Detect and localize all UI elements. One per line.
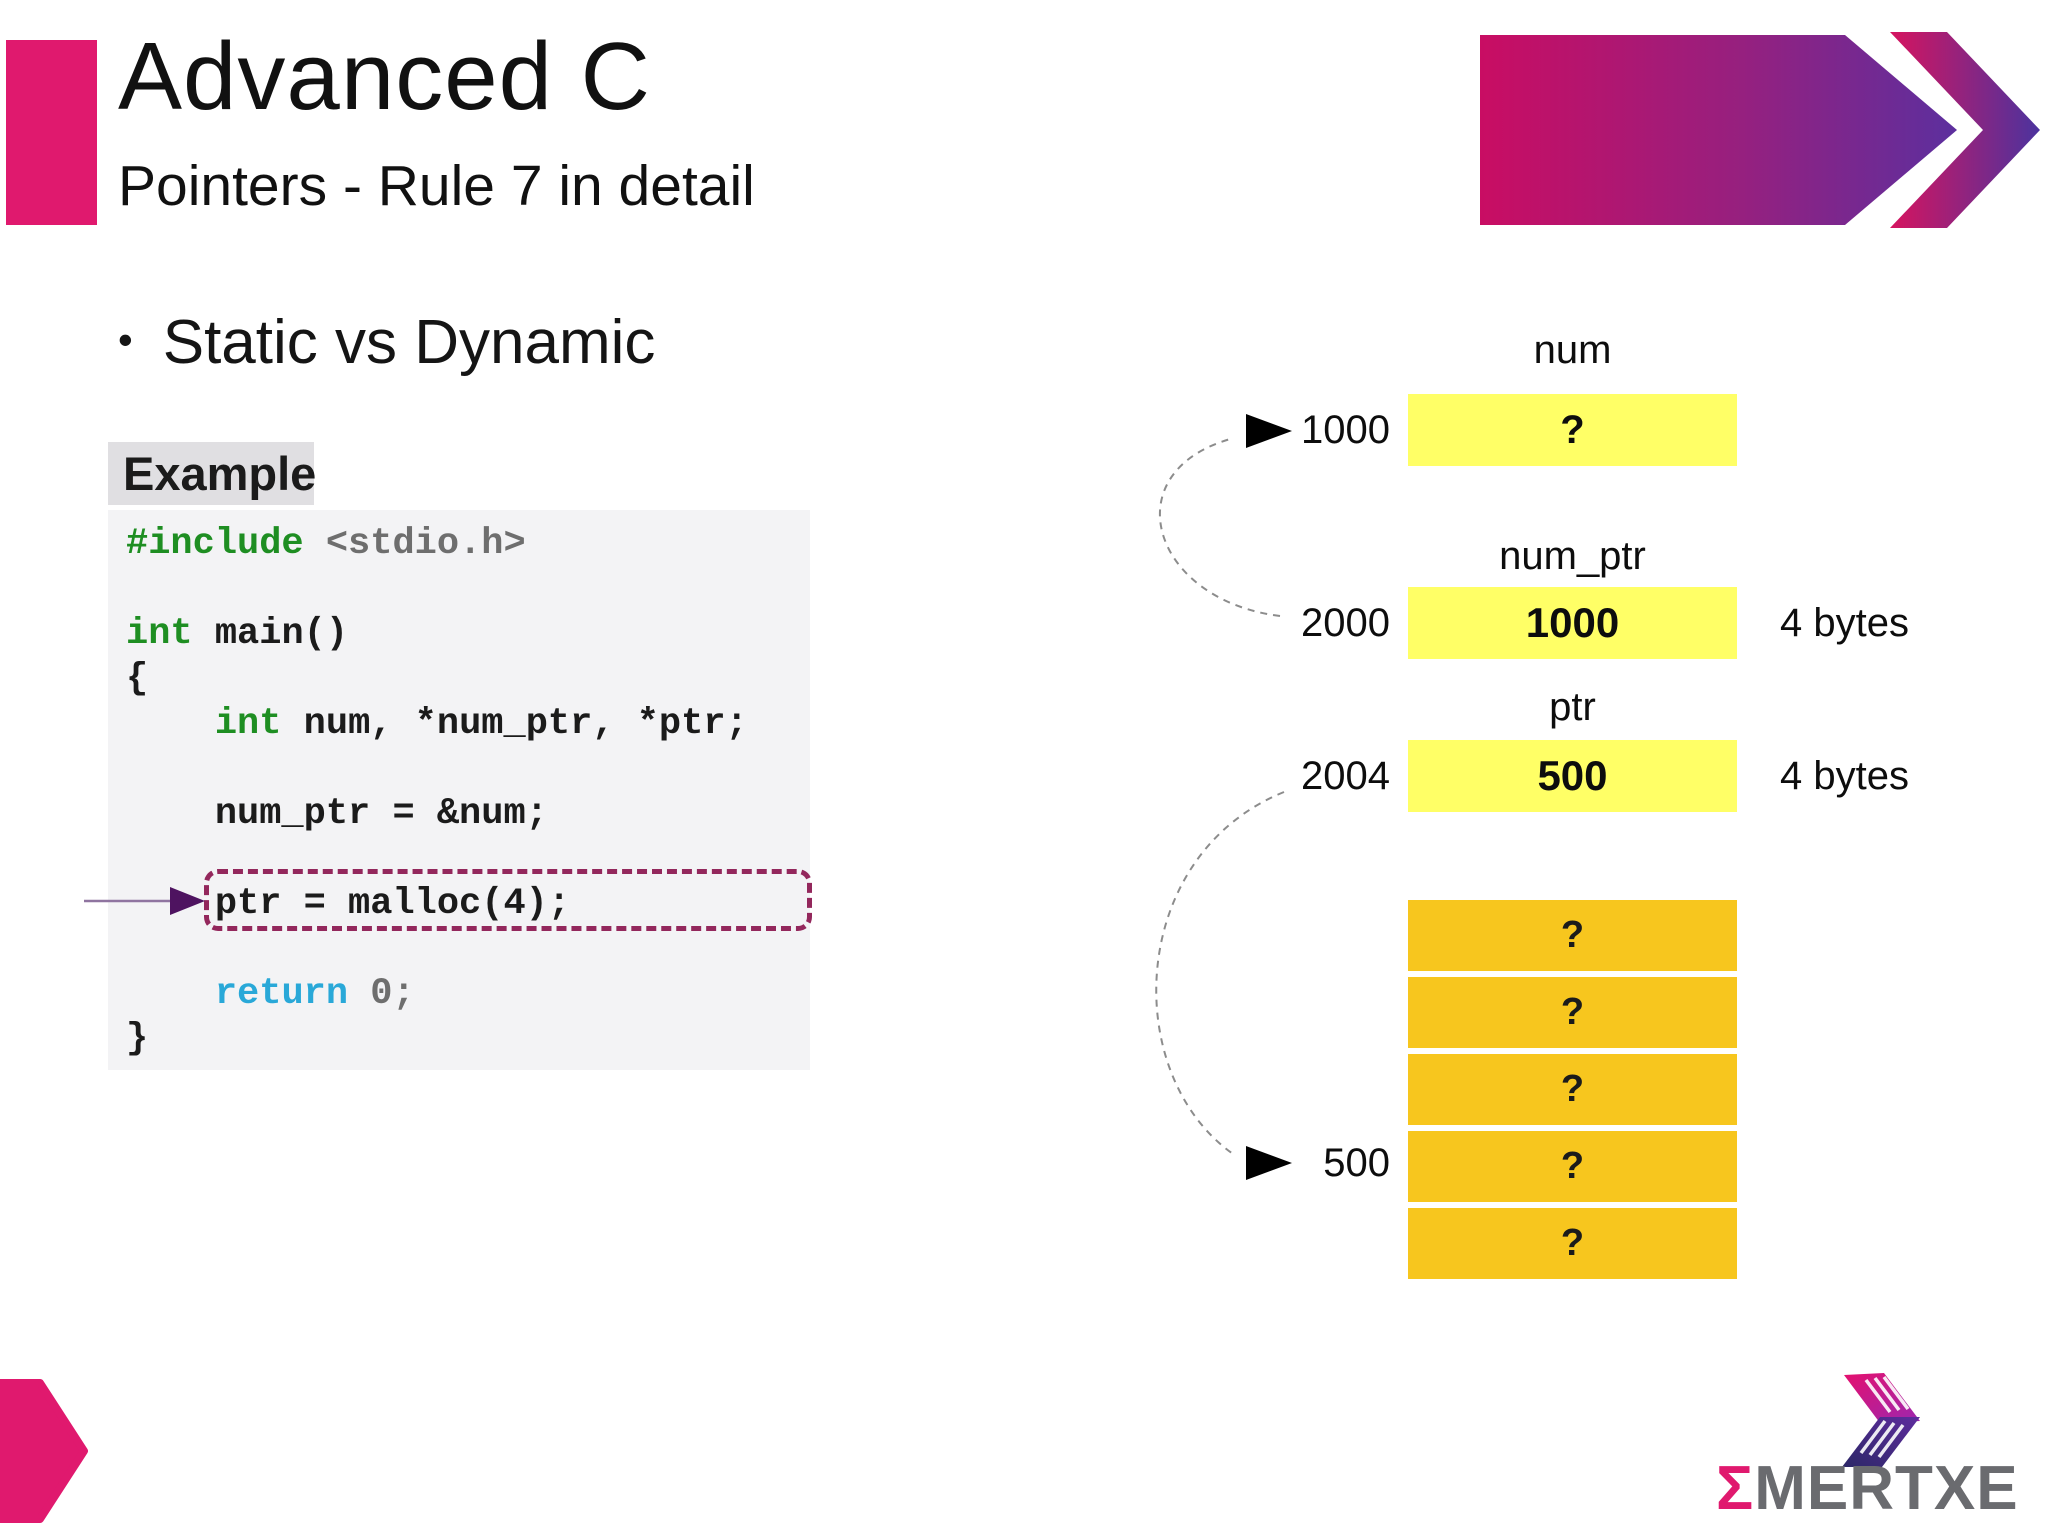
- address-num: 1000: [1301, 408, 1390, 452]
- code-token: }: [126, 1018, 149, 1060]
- logo-wordmark: ΣMERTXE: [1716, 1458, 2019, 1520]
- malloc-highlight-box: [204, 869, 812, 931]
- heap-block: ?????: [1408, 900, 1737, 1279]
- logo-sigma: Σ: [1716, 1454, 1755, 1523]
- var-label-num: num: [1533, 328, 1612, 372]
- heap-cell: ?: [1408, 900, 1737, 971]
- code-token: return: [214, 973, 349, 1015]
- bottom-left-accent-shape: [0, 1379, 88, 1523]
- logo-name: MERTXE: [1754, 1454, 2019, 1523]
- heap-cell: ?: [1408, 1131, 1737, 1202]
- bullet-dot: •: [118, 316, 133, 363]
- header-arrow-graphic: [1480, 32, 2040, 228]
- code-token: <stdio.h>: [303, 523, 526, 565]
- address-heap: 500: [1323, 1141, 1390, 1185]
- logo-emblem: [1842, 1373, 1920, 1467]
- logo-emblem-upper-arm: [1844, 1373, 1920, 1423]
- code-line: #include <stdio.h>: [108, 522, 810, 567]
- code-token: {: [126, 658, 149, 700]
- heap-cell: ?: [1408, 977, 1737, 1048]
- header-pentagon-shape: [1480, 35, 1957, 225]
- heap-cell: ?: [1408, 1208, 1737, 1279]
- bullet-item: • Static vs Dynamic: [118, 306, 655, 378]
- var-label-num-ptr: num_ptr: [1499, 534, 1646, 578]
- pointer-curve-num-ptr: [1159, 437, 1281, 617]
- code-token: [126, 703, 215, 745]
- memory-box-num: ?: [1408, 394, 1737, 466]
- pointer-curve-ptr: [1155, 791, 1285, 1157]
- code-token: num_ptr = &num;: [126, 793, 548, 835]
- code-token: main(): [192, 613, 349, 655]
- code-token: num, *num_ptr, *ptr;: [281, 703, 748, 745]
- address-num-ptr: 2000: [1301, 601, 1390, 645]
- code-token: 0;: [348, 973, 415, 1015]
- size-note-num-ptr: 4 bytes: [1780, 601, 1909, 645]
- code-line: [108, 927, 810, 972]
- code-block: #include <stdio.h>int main(){ int num, *…: [108, 510, 810, 1070]
- memory-box-ptr: 500: [1408, 740, 1737, 812]
- code-line: ptr = malloc(4);: [108, 882, 810, 927]
- page-title: Advanced C: [118, 23, 651, 130]
- code-line: [108, 747, 810, 792]
- size-note-ptr: 4 bytes: [1780, 754, 1909, 798]
- code-line: int num, *num_ptr, *ptr;: [108, 702, 810, 747]
- heap-cell: ?: [1408, 1054, 1737, 1125]
- code-token: int: [126, 613, 193, 655]
- bullet-text: Static vs Dynamic: [162, 307, 656, 377]
- example-label: Example: [108, 442, 316, 505]
- code-line: int main(): [108, 612, 810, 657]
- code-line: [108, 567, 810, 612]
- code-token: #include: [126, 523, 304, 565]
- code-line: }: [108, 1017, 810, 1062]
- var-label-ptr: ptr: [1549, 685, 1596, 729]
- memory-box-num-ptr: 1000: [1408, 587, 1737, 659]
- corner-accent-block: [6, 40, 97, 225]
- page-subtitle: Pointers - Rule 7 in detail: [118, 154, 755, 218]
- code-line: return 0;: [108, 972, 810, 1017]
- header-chevron-shape: [1890, 32, 2040, 228]
- address-ptr: 2004: [1301, 754, 1390, 798]
- code-token: int: [214, 703, 282, 745]
- code-line: {: [108, 657, 810, 702]
- code-line: num_ptr = &num;: [108, 792, 810, 837]
- code-token: [126, 973, 215, 1015]
- code-token: ptr = malloc(4);: [126, 883, 571, 925]
